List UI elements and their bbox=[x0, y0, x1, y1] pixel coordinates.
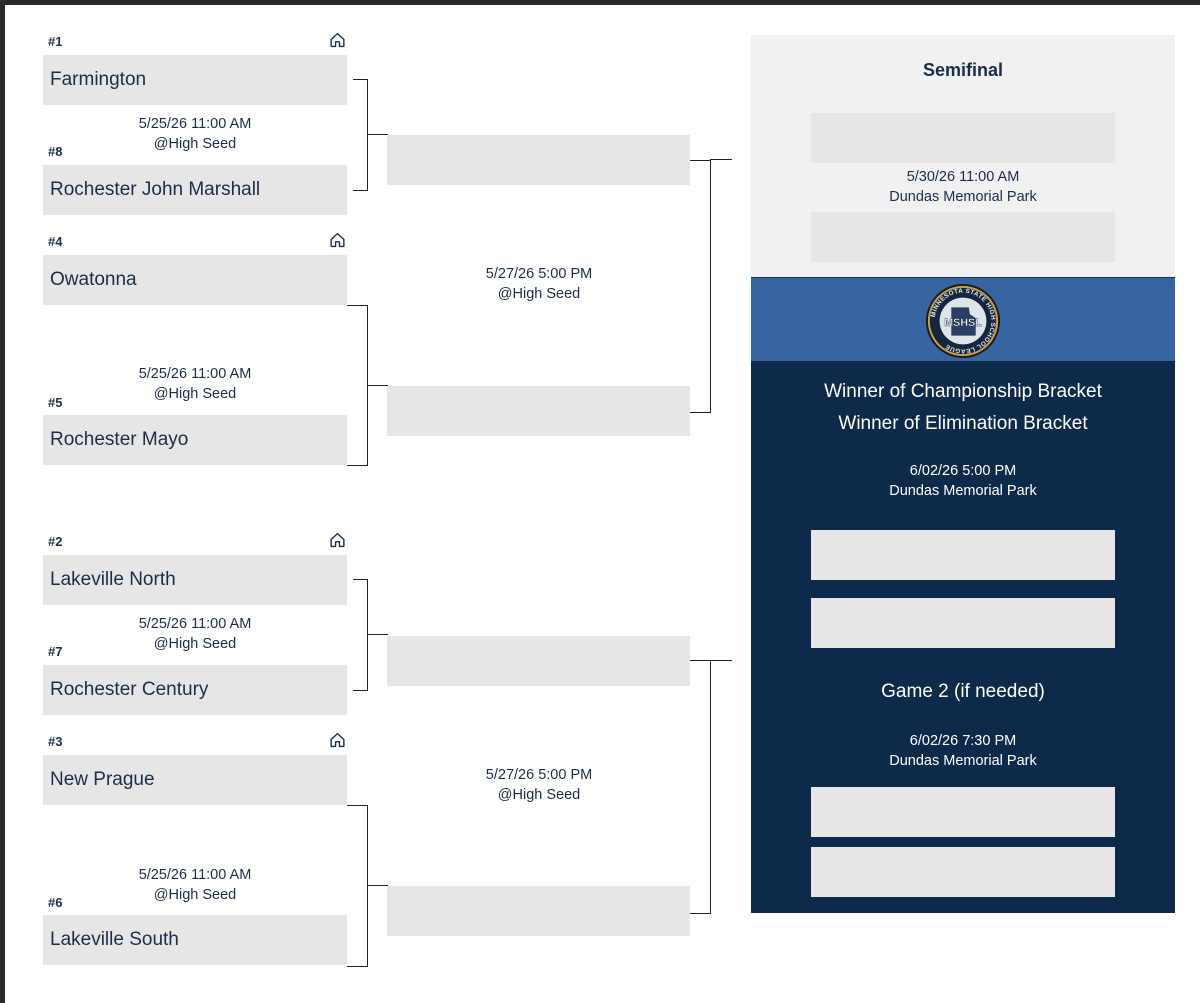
bracket-line bbox=[353, 579, 368, 580]
bracket-line bbox=[347, 465, 368, 466]
home-icon bbox=[330, 232, 345, 248]
game-date: 5/30/26 11:00 AM bbox=[906, 169, 1020, 185]
championship-slot[interactable] bbox=[811, 847, 1115, 897]
bracket-line bbox=[710, 159, 732, 160]
seed-label: #3 bbox=[48, 734, 63, 749]
game-info: 6/02/26 7:30 PM Dundas Memorial Park bbox=[751, 731, 1175, 771]
game-date: 5/25/26 11:00 AM bbox=[138, 616, 252, 632]
game-date: 5/25/26 11:00 AM bbox=[138, 867, 252, 883]
svg-text:MSHSL: MSHSL bbox=[944, 317, 982, 329]
seed-label: #2 bbox=[48, 534, 63, 549]
bracket-line bbox=[690, 913, 711, 914]
team-slot[interactable]: Farmington bbox=[43, 55, 347, 105]
game-location: @High Seed bbox=[497, 787, 581, 803]
game2-title: Game 2 (if needed) bbox=[881, 681, 1045, 702]
bracket-line bbox=[367, 885, 388, 886]
game-location: @High Seed bbox=[153, 636, 237, 652]
bracket-line bbox=[367, 134, 388, 135]
second-round-slot[interactable] bbox=[387, 386, 690, 436]
winner-elimination-label: Winner of Elimination Bracket bbox=[838, 413, 1088, 434]
championship-slot[interactable] bbox=[811, 530, 1115, 580]
semifinal-title: Semifinal bbox=[922, 60, 1004, 80]
seed-label: #5 bbox=[48, 395, 63, 410]
game-info: 5/25/26 11:00 AM @High Seed bbox=[95, 114, 295, 154]
game-location: Dundas Memorial Park bbox=[889, 189, 1037, 205]
game-date: 5/25/26 11:00 AM bbox=[138, 116, 252, 132]
window-frame-top bbox=[0, 0, 1200, 5]
team-slot[interactable]: Owatonna bbox=[43, 255, 347, 305]
bracket-line bbox=[353, 79, 368, 80]
mshsl-logo-icon: MINNESOTA STATE HIGH SCHOOL LEAGUE MSHSL bbox=[925, 283, 1001, 359]
bracket-line bbox=[367, 79, 368, 191]
game-date: 5/27/26 5:00 PM bbox=[485, 767, 593, 783]
championship-slot[interactable] bbox=[811, 787, 1115, 837]
home-icon bbox=[330, 732, 345, 748]
bracket-line bbox=[347, 966, 368, 967]
game-info: 5/27/26 5:00 PM @High Seed bbox=[439, 264, 639, 304]
bracket-line bbox=[347, 305, 368, 306]
seed-label: #1 bbox=[48, 34, 63, 49]
team-slot[interactable]: Rochester Century bbox=[43, 665, 347, 715]
bracket-line bbox=[367, 579, 368, 691]
game-info: 5/25/26 11:00 AM @High Seed bbox=[95, 364, 295, 404]
game-info: 5/30/26 11:00 AM Dundas Memorial Park bbox=[751, 167, 1175, 207]
home-icon bbox=[330, 32, 345, 48]
bracket-line bbox=[367, 634, 388, 635]
seed-label: #4 bbox=[48, 234, 63, 249]
window-frame-left bbox=[0, 0, 5, 1003]
team-slot[interactable]: New Prague bbox=[43, 755, 347, 805]
game-info: 5/27/26 5:00 PM @High Seed bbox=[439, 765, 639, 805]
seed-label: #7 bbox=[48, 644, 63, 659]
bracket-line bbox=[347, 805, 368, 806]
bracket-line bbox=[690, 160, 711, 161]
bracket-line bbox=[353, 190, 368, 191]
bracket-line bbox=[367, 385, 388, 386]
bracket-line bbox=[353, 690, 368, 691]
bracket-line bbox=[710, 660, 732, 661]
game-info: 5/25/26 11:00 AM @High Seed bbox=[95, 865, 295, 905]
game-info: 6/02/26 5:00 PM Dundas Memorial Park bbox=[751, 461, 1175, 501]
bracket-line bbox=[710, 660, 711, 914]
seed-label: #6 bbox=[48, 895, 63, 910]
game-location: @High Seed bbox=[153, 386, 237, 402]
game-location: @High Seed bbox=[497, 286, 581, 302]
bracket-line bbox=[710, 160, 711, 413]
second-round-slot[interactable] bbox=[387, 135, 690, 185]
bracket-line bbox=[690, 660, 711, 661]
second-round-slot[interactable] bbox=[387, 886, 690, 936]
game-date: 6/02/26 7:30 PM bbox=[909, 733, 1017, 749]
team-slot[interactable]: Rochester Mayo bbox=[43, 415, 347, 465]
team-slot[interactable]: Lakeville South bbox=[43, 915, 347, 965]
bracket-line bbox=[690, 412, 711, 413]
bracket-line bbox=[367, 805, 368, 967]
game-date: 5/27/26 5:00 PM bbox=[485, 266, 593, 282]
team-slot[interactable]: Lakeville North bbox=[43, 555, 347, 605]
game-location: @High Seed bbox=[153, 136, 237, 152]
team-slot[interactable]: Rochester John Marshall bbox=[43, 165, 347, 215]
semifinal-slot[interactable] bbox=[811, 113, 1115, 163]
home-icon bbox=[330, 532, 345, 548]
game-location: @High Seed bbox=[153, 887, 237, 903]
seed-label: #8 bbox=[48, 144, 63, 159]
game-date: 5/25/26 11:00 AM bbox=[138, 366, 252, 382]
game-info: 5/25/26 11:00 AM @High Seed bbox=[95, 614, 295, 654]
second-round-slot[interactable] bbox=[387, 636, 690, 686]
game-date: 6/02/26 5:00 PM bbox=[909, 463, 1017, 479]
semifinal-slot[interactable] bbox=[811, 212, 1115, 262]
game-location: Dundas Memorial Park bbox=[889, 483, 1037, 499]
winner-championship-label: Winner of Championship Bracket bbox=[824, 381, 1102, 402]
championship-slot[interactable] bbox=[811, 598, 1115, 648]
game-location: Dundas Memorial Park bbox=[889, 753, 1037, 769]
